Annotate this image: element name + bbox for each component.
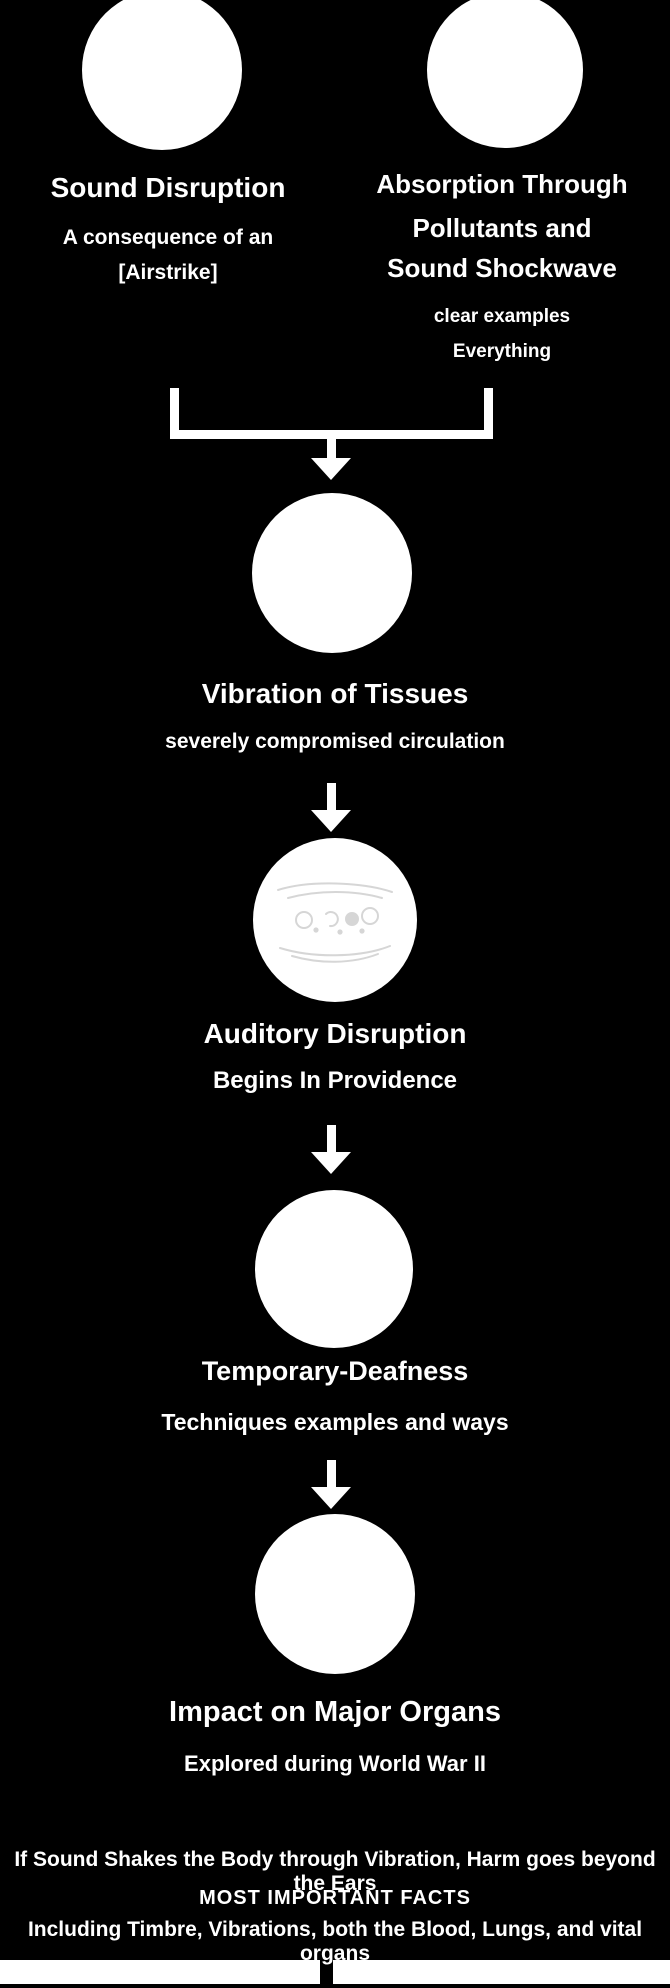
footer-line-1: If Sound Shakes the Body through Vibrati…: [14, 1848, 656, 1895]
step5-circle-icon: [255, 1190, 413, 1348]
top-left-circle-icon: [82, 0, 242, 150]
top-left-subtext-1: A consequence of an: [62, 226, 274, 249]
step6-heading: Impact on Major Organs: [169, 1696, 501, 1728]
top-left-heading: Sound Disruption: [50, 172, 286, 203]
step3-subtext: severely compromised circulation: [165, 730, 505, 753]
arrow-stem: [327, 783, 336, 813]
footer-highlight-bar-left: [0, 1960, 320, 1984]
step4-subtext: Begins In Providence: [212, 1067, 458, 1094]
step3-heading: Vibration of Tissues: [201, 678, 469, 709]
step6-subtext: Explored during World War II: [184, 1751, 486, 1776]
footer-line-2: MOST IMPORTANT FACTS: [199, 1887, 471, 1909]
dizzy-face-icon: [277, 882, 393, 963]
arrow-stem: [327, 1460, 336, 1490]
top-left-subtext-2: [Airstrike]: [118, 261, 218, 284]
step4-heading: Auditory Disruption: [203, 1018, 467, 1049]
top-right-circle-icon: [427, 0, 583, 148]
arrow-down-icon: [311, 810, 351, 832]
step6-circle-icon: [255, 1514, 415, 1674]
footer-highlight-bar-right: [333, 1960, 670, 1984]
top-right-subtext-2: Everything: [452, 341, 552, 362]
footer-line-3: Including Timbre, Vibrations, both the B…: [27, 1918, 643, 1965]
step4-circle-icon: [253, 838, 417, 1002]
step5-subtext: Techniques examples and ways: [161, 1409, 509, 1435]
top-right-heading-line3: Sound Shockwave: [387, 253, 617, 283]
step5-heading: Temporary-Deafness: [201, 1356, 469, 1386]
top-right-subtext-1: clear examples: [433, 306, 571, 327]
merge-arrow-stem: [327, 430, 336, 462]
arrow-down-icon: [311, 1487, 351, 1509]
top-right-heading-line1: Absorption Through: [376, 169, 628, 199]
arrow-down-icon: [311, 1152, 351, 1174]
top-right-heading-line2: Pollutants and: [412, 213, 592, 243]
arrow-stem: [327, 1125, 336, 1155]
step3-circle-icon: [252, 493, 412, 653]
merge-arrow-down-icon: [311, 458, 351, 480]
